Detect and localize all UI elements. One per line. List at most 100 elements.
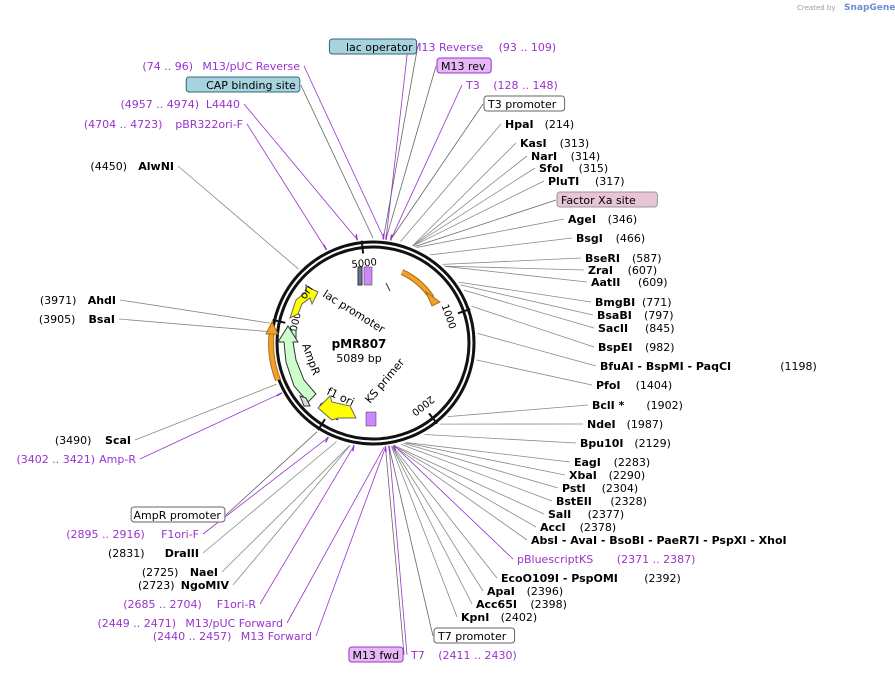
label-t3-promoter[interactable]: T3 promoter: [483, 95, 566, 112]
enzyme-position: (2402): [501, 611, 538, 624]
label-eagi[interactable]: EagI(2283): [574, 456, 650, 469]
leader-absi: [393, 445, 528, 541]
label-scai[interactable]: ScaI(3490): [55, 434, 131, 447]
label-amp-r[interactable]: Amp-R(3402 .. 3421): [16, 453, 136, 466]
label-acci[interactable]: AccI(2378): [540, 521, 616, 534]
leader-sacii: [463, 289, 595, 329]
label-l4440[interactable]: L4440(4957 .. 4974): [120, 98, 240, 111]
label-m13-fwd[interactable]: M13 fwd: [348, 646, 404, 663]
enzyme-name: BstEII: [556, 495, 592, 508]
leader-bsteii: [400, 443, 553, 502]
label-sali[interactable]: SalI(2377): [548, 508, 624, 521]
feature-name: Amp-R: [99, 453, 136, 466]
label-t3[interactable]: T3(128 .. 148): [465, 79, 558, 92]
label-ngomiv[interactable]: NgoMIV(2723): [138, 579, 229, 592]
label-hpai[interactable]: HpaI(214): [505, 118, 574, 131]
enzyme-position: (3905): [39, 313, 76, 326]
feature-name: L4440: [206, 98, 240, 111]
label-pluti[interactable]: PluTI(317): [548, 175, 625, 188]
label-pfoi[interactable]: PfoI(1404): [596, 379, 672, 392]
enzyme-name: KpnI: [461, 611, 489, 624]
enzyme-name: BclI *: [592, 399, 625, 412]
label-pbluescriptks[interactable]: pBluescriptKS(2371 .. 2387): [517, 553, 695, 566]
mcs-block-top: [363, 266, 373, 286]
feature-name: AmpR promoter: [133, 509, 221, 522]
enzyme-name: NdeI: [587, 418, 616, 431]
label-ampr-promoter[interactable]: AmpR promoter: [130, 506, 226, 523]
enzyme-position: (2283): [614, 456, 651, 469]
site-marker: [276, 392, 283, 397]
label-alwni[interactable]: AlwNI(4450): [90, 160, 174, 173]
label-m13-puc-forward[interactable]: M13/pUC Forward(2449 .. 2471): [97, 617, 283, 630]
enzyme-position: (2304): [602, 482, 639, 495]
label-lac-operator[interactable]: lac operator: [328, 38, 418, 55]
label-nari[interactable]: NarI(314): [531, 150, 600, 163]
site-marker: [389, 234, 393, 241]
label-acc65i[interactable]: Acc65I(2398): [476, 598, 567, 611]
feature-name: M13 fwd: [352, 649, 399, 662]
leader-l4440: [243, 103, 358, 240]
label-xbai[interactable]: XbaI(2290): [569, 469, 645, 482]
label-bspei[interactable]: BspEI(982): [598, 341, 675, 354]
label-sacii[interactable]: SacII(845): [598, 322, 675, 335]
label-m13-reverse[interactable]: M13 Reverse(93 .. 109): [412, 41, 556, 54]
label-apai[interactable]: ApaI(2396): [487, 585, 563, 598]
feature-name: M13 rev: [441, 60, 486, 73]
label-bmgbi[interactable]: BmgBI(771): [595, 296, 672, 309]
label-naei[interactable]: NaeI(2725): [142, 566, 218, 579]
label-zrai[interactable]: ZraI(607): [588, 264, 657, 277]
label-f1ori-f[interactable]: F1ori-F(2895 .. 2916): [66, 528, 199, 541]
label-bsabi[interactable]: BsaBI(797): [597, 309, 674, 322]
label-f1ori-r[interactable]: F1ori-R(2685 .. 2704): [123, 598, 256, 611]
label-bsai[interactable]: BsaI(3905): [39, 313, 115, 326]
leader-agei: [416, 218, 565, 248]
label-bseri[interactable]: BseRI(587): [585, 252, 662, 265]
tick-2000: [428, 412, 438, 425]
label-bsteii[interactable]: BstEII(2328): [556, 495, 647, 508]
enzyme-name: ZraI: [588, 264, 613, 277]
label-bfuai[interactable]: BfuAI - BspMI - PaqCI(1198): [600, 360, 817, 373]
feature-name: pBluescriptKS: [517, 553, 593, 566]
label-factor-xa-site[interactable]: Factor Xa site: [556, 191, 658, 208]
enzyme-position: (587): [632, 252, 662, 265]
label-agei[interactable]: AgeI(346): [568, 213, 637, 226]
label-ecoo109i[interactable]: EcoO109I - PspOMI(2392): [501, 572, 681, 585]
label-pbr322ori-f[interactable]: pBR322ori-F(4704 .. 4723): [84, 118, 243, 131]
leader-ngomiv: [232, 445, 351, 586]
label-t7-promoter[interactable]: T7 promoter: [433, 627, 516, 644]
label-draiii[interactable]: DraIII(2831): [108, 547, 199, 560]
enzyme-name: AhdI: [88, 294, 116, 307]
leader-t7-promoter: [388, 446, 434, 637]
label-absi[interactable]: AbsI - AvaI - BsoBI - PaeR7I - PspXI - X…: [531, 534, 895, 547]
leader-kasi: [412, 142, 517, 247]
label-m13-puc-reverse[interactable]: M13/pUC Reverse(74 .. 96): [142, 60, 300, 73]
leader-kpni: [391, 446, 458, 618]
label-bcli[interactable]: BclI *(1902): [592, 399, 683, 412]
enzyme-name: DraIII: [165, 547, 199, 560]
enzyme-position: (2129): [634, 437, 671, 450]
label-psti[interactable]: PstI(2304): [562, 482, 638, 495]
leader-bsabi: [460, 284, 594, 316]
label-aatii[interactable]: AatII(609): [591, 276, 668, 289]
label-cap-binding-site[interactable]: CAP binding site: [185, 76, 301, 93]
label-m13-rev[interactable]: M13 rev: [436, 57, 492, 74]
feature-name: CAP binding site: [206, 79, 296, 92]
enzyme-name: XbaI: [569, 469, 597, 482]
label-sfoi[interactable]: SfoI(315): [539, 162, 608, 175]
tick-1000: [457, 308, 471, 315]
leader-m13-puc-forward: [286, 447, 385, 624]
label-bsgi[interactable]: BsgI(466): [576, 232, 645, 245]
feature-box: [436, 57, 492, 74]
label-kasi[interactable]: KasI(313): [520, 137, 589, 150]
leader-ampr-promoter: [225, 431, 318, 516]
label-ahdi[interactable]: AhdI(3971): [40, 294, 116, 307]
label-m13-forward[interactable]: M13 Forward(2440 .. 2457): [153, 630, 312, 643]
enzyme-position: (1198): [780, 360, 817, 373]
label-kpni[interactable]: KpnI (2402): [461, 611, 537, 624]
label-bpu10i[interactable]: Bpu10I (2129): [580, 437, 671, 450]
leader-bspei: [471, 305, 595, 348]
label-ndei[interactable]: NdeI(1987): [587, 418, 663, 431]
enzyme-name: Bpu10I: [580, 437, 624, 450]
label-t7[interactable]: T7(2411 .. 2430): [410, 649, 517, 662]
